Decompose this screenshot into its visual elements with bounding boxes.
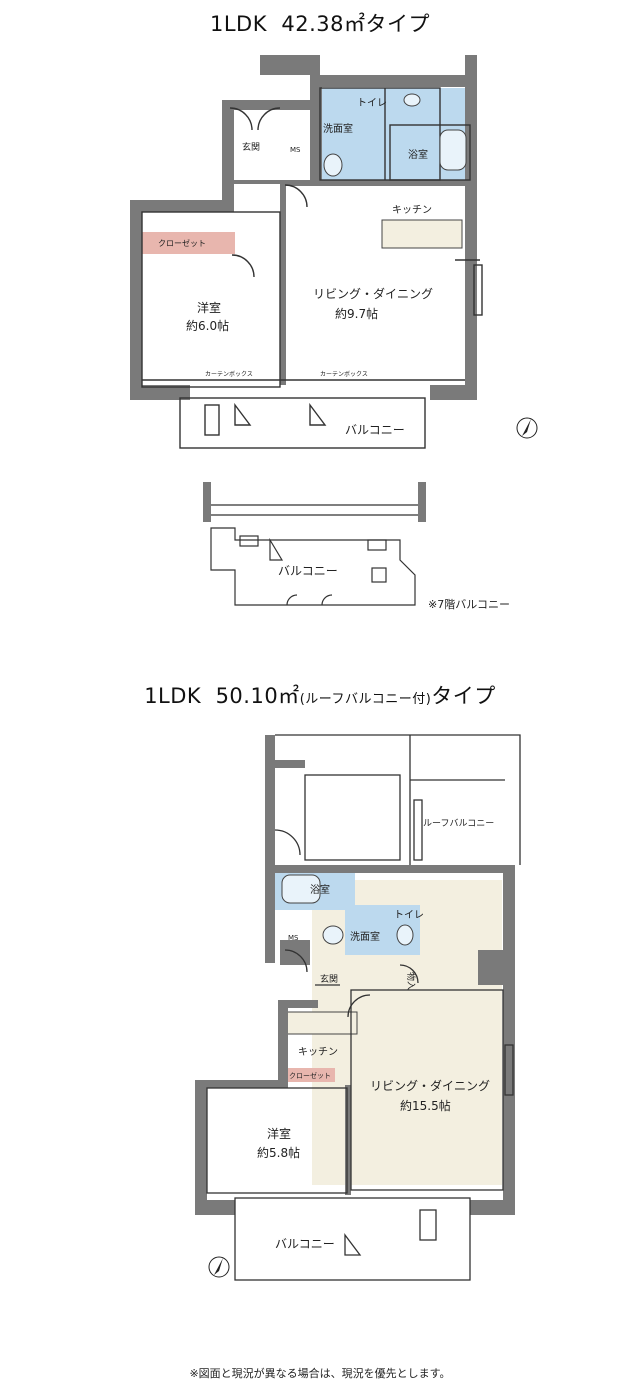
plan2: ルーフバルコニー 浴室 洗面室 トイレ 物入 玄関 MS キッチン クローゼット… xyxy=(195,734,521,1281)
plan1-western-size: 約6.0帖 xyxy=(186,318,229,333)
plan2-kitchen-counter xyxy=(286,1011,358,1035)
plan2-balcony-label: バルコニー xyxy=(275,1237,335,1251)
plan1-curtainbox-1: カーテンボックス xyxy=(205,370,253,378)
plan1-bath-fixtures xyxy=(323,93,467,177)
plan1-title-suffix: タイプ xyxy=(365,12,430,36)
plan2-living-label: リビング・ダイニング xyxy=(370,1078,490,1093)
plan1-7f-balcony-label: バルコニー xyxy=(278,564,338,578)
plan1-washroom-label: 洗面室 xyxy=(323,122,353,135)
plan2-title: 1LDK 50.10㎡(ルーフバルコニー付)タイプ xyxy=(0,680,640,710)
plan1-bath-label: 浴室 xyxy=(408,148,428,161)
plan2-closet-label: クローゼット xyxy=(289,1071,331,1080)
plan1-ms-label: MS xyxy=(290,146,301,154)
plan1-7f-note: ※7階バルコニー xyxy=(428,598,510,611)
plan2-bath-fixtures xyxy=(281,874,414,946)
plan1-closet xyxy=(140,232,235,254)
footer-note: ※図面と現況が異なる場合は、現況を優先とします。 xyxy=(189,1367,451,1380)
plan1-curtainbox-2: カーテンボックス xyxy=(320,370,368,378)
plan2-washroom-label: 洗面室 xyxy=(350,930,380,943)
plan2-toilet-label: トイレ xyxy=(394,910,424,921)
plan2-title-paren: (ルーフバルコニー付) xyxy=(299,692,432,707)
plan1-entrance-label: 玄関 xyxy=(242,141,260,153)
north-arrow-icon xyxy=(516,417,538,439)
plan1-toilet-label: トイレ xyxy=(357,98,387,109)
plan2-western-label: 洋室 xyxy=(267,1126,291,1141)
plan1-7f-balcony: バルコニー xyxy=(203,482,426,606)
plan1-western-label: 洋室 xyxy=(197,300,221,315)
plan2-title-suffix: タイプ xyxy=(431,684,496,708)
plan2-roof-balcony-label: ルーフバルコニー xyxy=(423,818,494,829)
plan2-partitions xyxy=(206,734,521,1281)
plan1-title-prefix: 1LDK xyxy=(210,12,268,36)
plan2-closet xyxy=(287,1068,335,1082)
plan1-closet-label: クローゼット xyxy=(158,238,206,248)
plan2-storage-label: 物入 xyxy=(405,972,417,990)
plan1-living-label: リビング・ダイニング xyxy=(313,286,433,301)
plan1-kitchen-counter xyxy=(381,219,463,249)
plan2-living-size: 約15.5帖 xyxy=(400,1098,451,1113)
plan1-partitions xyxy=(141,87,483,449)
plan2-entrance-label: 玄関 xyxy=(320,973,338,985)
plan1-balcony-label: バルコニー xyxy=(345,423,405,437)
plan1-living-size: 約9.7帖 xyxy=(335,306,378,321)
plan2-ms-label: MS xyxy=(288,934,299,942)
plan1-kitchen-label: キッチン xyxy=(392,204,432,216)
plan2-walls xyxy=(195,735,515,1215)
plan2-title-prefix: 1LDK xyxy=(144,684,202,708)
plan1-walls xyxy=(130,55,477,400)
plan1-title-area: 42.38㎡ xyxy=(281,12,366,36)
plan2-western-size: 約5.8帖 xyxy=(257,1145,300,1160)
plan2-bath-label: 浴室 xyxy=(310,883,330,896)
plan1: トイレ 洗面室 浴室 玄関 MS キッチン クローゼット 洋室 約6.0帖 リビ… xyxy=(130,55,538,449)
plan2-title-area: 50.10㎡ xyxy=(215,684,300,708)
north-arrow-icon xyxy=(208,1256,230,1278)
plan1-title: 1LDK 42.38㎡タイプ xyxy=(0,8,640,38)
plan2-kitchen-label: キッチン xyxy=(298,1046,338,1058)
